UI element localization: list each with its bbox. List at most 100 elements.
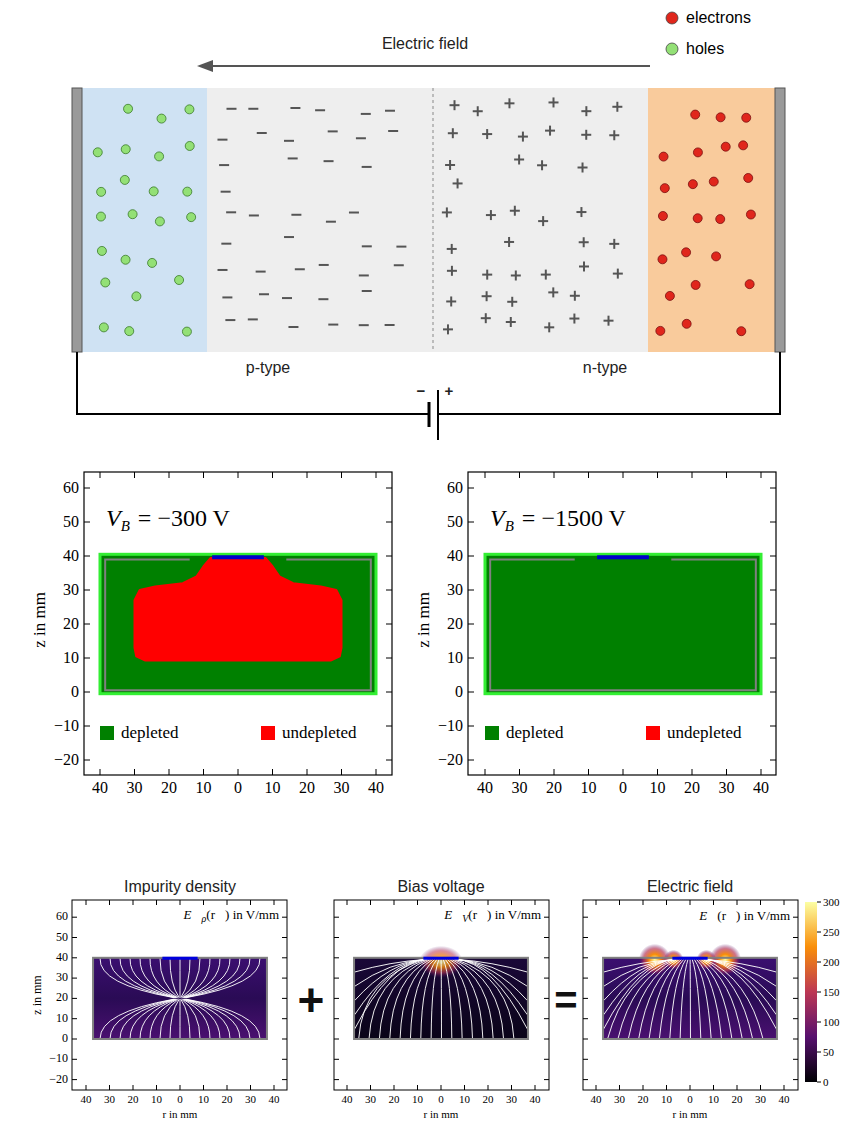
axis-tick-label: 50 (63, 513, 79, 531)
tick (793, 1059, 798, 1060)
field-line (441, 959, 442, 1038)
axis-tick-label: 30 (614, 1093, 625, 1106)
field-line (454, 959, 504, 1038)
tick (133, 1085, 134, 1090)
field-line (670, 959, 686, 1038)
tick (282, 957, 287, 958)
acceptor-ion (328, 324, 338, 326)
donor-ion (585, 130, 587, 140)
electron-dot (693, 148, 702, 157)
field-line (355, 959, 427, 972)
axis-tick-label: 10 (265, 779, 281, 797)
field-map (354, 958, 528, 1039)
axis-tick-label: 40 (269, 1093, 280, 1106)
tick (376, 769, 377, 775)
acceptor-ion (282, 297, 292, 299)
tick (793, 1018, 798, 1019)
tick (619, 900, 620, 905)
battery-plate (437, 390, 439, 440)
field-line (704, 959, 776, 972)
point-contact (672, 957, 707, 960)
donor-ion (457, 178, 459, 188)
donor-ion (549, 126, 551, 136)
tick (386, 590, 392, 591)
axis-tick-label: 0 (71, 683, 79, 701)
field-line (704, 959, 776, 1000)
tick (692, 769, 693, 775)
tick (793, 978, 798, 979)
axis-tick-label: 30 (63, 581, 79, 599)
arrow-head (197, 60, 213, 72)
tick (394, 1085, 395, 1090)
donor-ion (616, 102, 618, 112)
axis-tick-label: 50 (447, 513, 463, 531)
tick (86, 1085, 87, 1090)
point-contact (212, 555, 264, 559)
field-line (160, 958, 178, 997)
electron-dot (691, 110, 700, 119)
field-line (455, 959, 527, 972)
donor-ion (582, 163, 584, 173)
axis-title: z in mm (31, 975, 45, 1014)
bias-label: VB= −300 V (106, 505, 230, 535)
tick (544, 1079, 549, 1080)
panel-title: Electric field (647, 878, 733, 896)
field-line (184, 958, 230, 997)
donor-ion (451, 244, 453, 254)
tick (770, 556, 776, 557)
field-line (150, 999, 178, 1038)
tick (386, 726, 392, 727)
tick (72, 1059, 77, 1060)
field-map (93, 958, 267, 1039)
legend-text: depleted (506, 723, 564, 743)
tick (203, 900, 204, 905)
acceptor-ion (288, 157, 298, 159)
donor-ion (510, 317, 512, 327)
polarity-sign: + (445, 382, 454, 399)
donor-ion (449, 160, 451, 170)
junction-line (433, 88, 434, 352)
tick (588, 472, 589, 478)
electron-dot (660, 184, 669, 193)
legend-text: undepleted (667, 723, 742, 743)
tick (156, 1085, 157, 1090)
tick (72, 1079, 77, 1080)
tick (468, 726, 474, 727)
donor-ion (608, 316, 610, 326)
tick (726, 472, 727, 478)
tick (282, 998, 287, 999)
field-line (455, 959, 527, 1029)
axis-tick-label: 20 (546, 779, 562, 797)
tick (72, 998, 77, 999)
axis-tick-label: 0 (619, 779, 627, 797)
tick (583, 1079, 588, 1080)
donor-ion (545, 270, 547, 280)
electron-dot (746, 210, 755, 219)
acceptor-ion (349, 212, 359, 214)
tick (282, 1079, 287, 1080)
point-contact (162, 957, 197, 960)
tick (793, 998, 798, 999)
tick (770, 692, 776, 693)
tick (485, 769, 486, 775)
acceptor-ion (318, 298, 328, 300)
tick (657, 472, 658, 478)
donor-ion (541, 160, 543, 170)
donor-ion (486, 270, 488, 280)
donor-ion (518, 154, 520, 164)
equals-operator: = (554, 977, 577, 1023)
axis-title: r in mm (673, 1108, 708, 1121)
field-line (355, 959, 427, 1000)
hole-dot (124, 104, 133, 113)
tick (169, 769, 170, 775)
tick (133, 900, 134, 905)
tick (282, 978, 287, 979)
tick (394, 900, 395, 905)
tick (793, 957, 798, 958)
detector-outline (603, 958, 777, 1039)
donor-ion (548, 322, 550, 332)
legend-text: holes (686, 40, 724, 58)
tick (84, 488, 90, 489)
donor-ion (613, 239, 615, 249)
